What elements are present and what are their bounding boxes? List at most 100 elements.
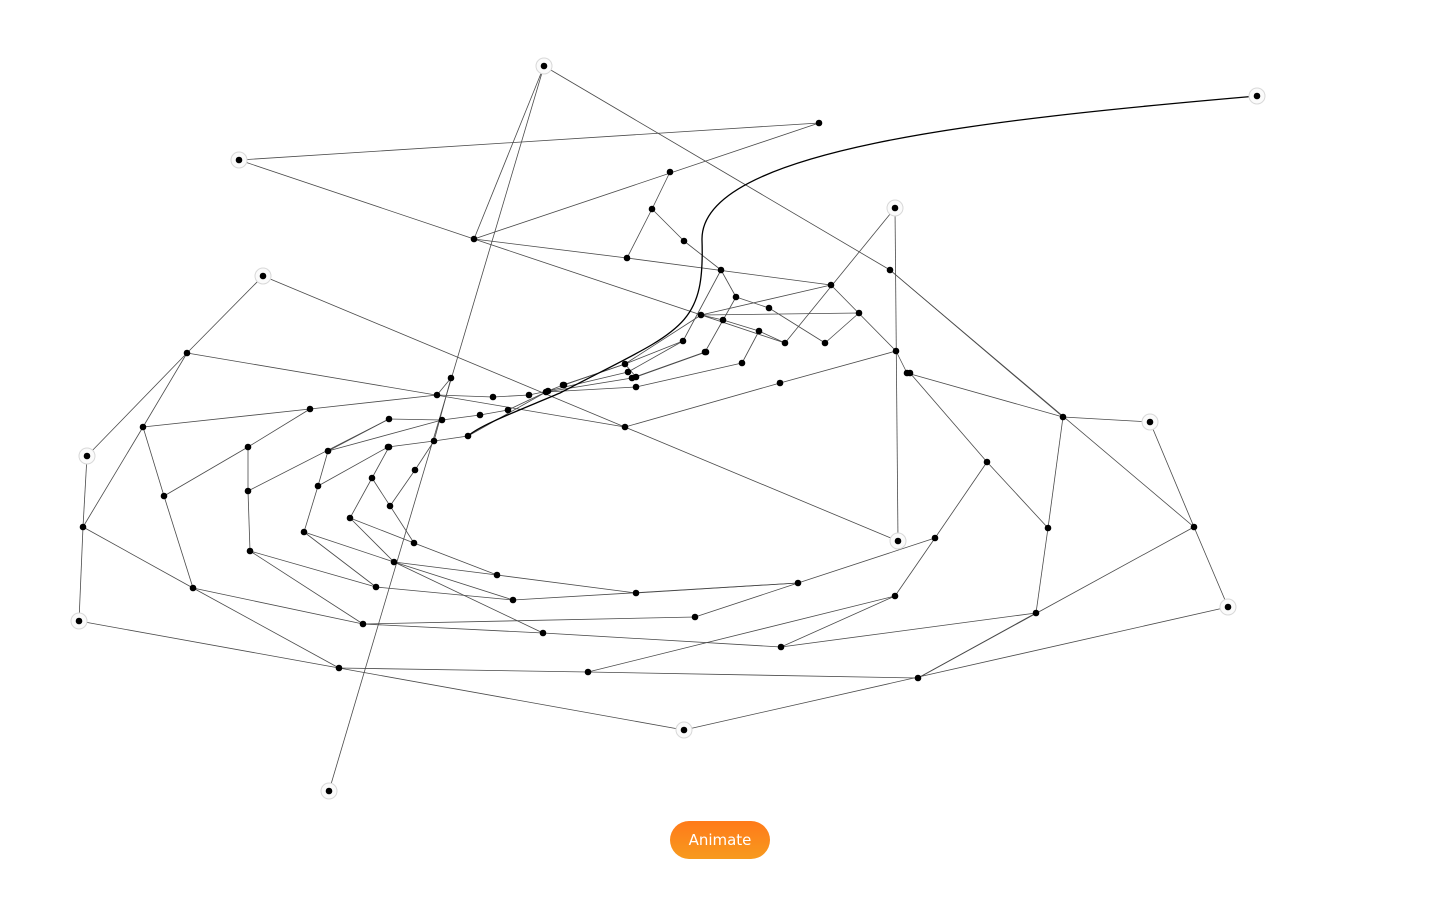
graph-edge [327,418,390,452]
graph-node [540,62,548,70]
graph-node [781,339,789,347]
graph-node [244,443,252,451]
graph-edge [624,382,781,428]
graph-node [680,726,688,734]
graph-edge [780,595,896,648]
graph-node [246,547,254,555]
graph-edge [238,122,820,161]
graph-edge [627,340,684,373]
graph-edge [626,257,832,286]
graph-node [584,668,592,676]
graph-edge [238,159,475,240]
graph-edges [78,65,1229,792]
graph-node [385,415,393,423]
graph-node [504,406,512,414]
graph-node [542,388,550,396]
graph-edge [758,330,786,344]
graph-node [470,235,478,243]
graph-edge [414,440,435,471]
graph-edge [635,362,743,388]
graph-edge [1035,527,1049,614]
graph-node [306,405,314,413]
graph-node [702,348,710,356]
graph-edge [780,612,1037,648]
graph-edge [1193,526,1229,608]
graph-node [489,393,497,401]
graph-edge [720,269,737,298]
graph-edge [413,542,498,576]
graph-node [314,482,322,490]
graph-edge [683,606,1229,731]
graph-edge [82,426,144,528]
graph-edge [441,414,481,421]
graph-edge [545,377,633,393]
graph-edge [587,671,919,679]
graph-node [433,391,441,399]
graph-node [244,487,252,495]
graph-node [325,787,333,795]
graph-node [679,337,687,345]
graph-edge [362,616,696,625]
graph-node [891,592,899,600]
graph-edge [192,587,364,625]
graph-node [464,432,472,440]
graph-edge [247,490,251,552]
graph-edge [917,526,1195,679]
graph-edge [249,550,364,625]
graph-node [476,411,484,419]
graph-edge [349,477,373,519]
control-point-halos [70,57,1266,800]
graph-edge [587,595,896,673]
graph-node [390,558,398,566]
graph-node [680,237,688,245]
graph-edge [142,408,311,428]
graph-node [648,205,656,213]
graph-edge [467,391,547,437]
graph-node [1059,413,1067,421]
graph-edge [433,377,452,442]
graph-node [621,360,629,368]
graph-edge [303,531,395,563]
graph-node [259,272,267,280]
graph-edge [247,408,311,448]
graph-node [79,523,87,531]
graph-node [1253,92,1261,100]
graph-edge [82,455,88,528]
graph-edge [349,517,395,563]
graph-node [827,281,835,289]
graph-edge [163,446,249,497]
graph-node [509,596,517,604]
bezier-curve [467,95,1258,437]
graph-node [1224,603,1232,611]
graph-edge [779,350,897,384]
graph-edge [545,386,637,393]
graph-edge [830,284,897,352]
graph-edge [186,275,264,354]
graph-edge [894,537,936,597]
graph-node [346,514,354,522]
graph-nodes [75,62,1261,795]
graph-node [410,539,418,547]
graph-node [632,373,640,381]
graph-edge [78,620,340,669]
graph-edge [909,372,988,463]
graph-edge [142,352,188,428]
graph-edge [986,461,1049,529]
animate-button[interactable]: Animate [670,821,770,859]
graph-edge [492,394,530,398]
graph-edge [78,526,84,622]
graph-node [324,447,332,455]
graph-node [1146,418,1154,426]
graph-edge [473,65,545,240]
graph-edge [86,352,188,457]
graph-edge [262,275,899,542]
graph-node [438,416,446,424]
graph-edge [1047,416,1064,529]
graph-edge [496,574,637,594]
graph-edge [626,208,653,259]
graph-node [755,327,763,335]
graph-edge [388,418,443,421]
graph-edge [1062,416,1151,423]
graph-edge [635,582,799,594]
